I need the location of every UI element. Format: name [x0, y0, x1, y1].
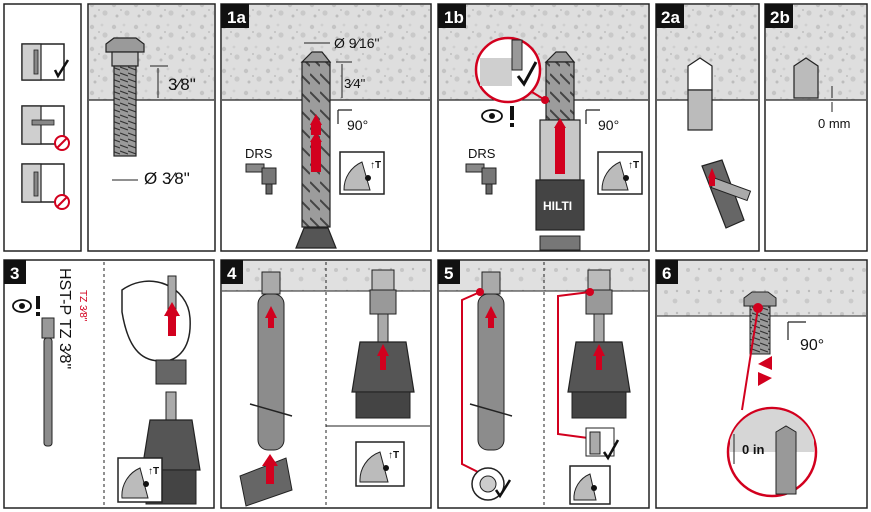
hammer-mode-icon: ↑T: [117, 457, 163, 503]
step-badge: 6: [662, 264, 671, 283]
svg-text:↑T: ↑T: [148, 466, 159, 477]
angle-label: 90°: [347, 117, 368, 133]
anchor-top: [793, 57, 819, 99]
callout-line: [557, 291, 591, 439]
angle-label: 90°: [800, 337, 824, 354]
panel-usage: [3, 3, 82, 252]
eye-warning-icon: [481, 106, 514, 127]
panel-3-setting-tool: 3 HST-P TZ 3⁄8" TZ 3⁄8": [3, 259, 215, 509]
hollow-drill-bit: [535, 51, 585, 251]
hilti-brand: HILTI: [543, 199, 572, 213]
panel-1b-drill-hole-hilti: 1b HILTI 90° DRS: [437, 3, 650, 252]
panel-6-installed-anchor: 6 90° 0 in: [655, 259, 868, 509]
svg-text:↑T: ↑T: [628, 160, 639, 171]
product-code: HST-P TZ 3⁄8": [56, 268, 73, 369]
hammer-mode-icon: ↑T: [339, 151, 385, 195]
hammer: [239, 454, 293, 507]
callout-line: [741, 307, 759, 411]
step-badge: 1a: [227, 8, 246, 27]
anchor-top: [687, 57, 713, 131]
hole-depth: 3⁄4": [344, 76, 366, 91]
drs-label: DRS: [245, 146, 273, 161]
angle-label: 90°: [598, 117, 619, 133]
step-badge: 3: [10, 264, 19, 283]
diameter-dimension: Ø 3⁄8": [144, 169, 190, 188]
flush-check-detail: [585, 427, 620, 461]
setting-tool-in-drill: [567, 269, 631, 419]
panel-5-verify-expansion: 5: [437, 259, 650, 509]
callout-line: [461, 291, 481, 473]
step-badge: 2b: [770, 8, 790, 27]
drill-bit: [295, 51, 337, 249]
setting-tool-manual: [469, 271, 513, 451]
depth-dimension: 3⁄8": [168, 75, 196, 94]
svg-text:↑T: ↑T: [388, 450, 399, 461]
panel-2b-flush-check: 2b 0 mm: [764, 3, 868, 252]
torque-arrows-icon: [758, 356, 772, 386]
magnifier-callout: 0 in: [726, 406, 818, 498]
setting-tool-manual: [249, 271, 293, 451]
hand-holding-tool: [121, 275, 191, 385]
step-badge: 4: [227, 264, 237, 283]
hammer-mode-icon: ↑T: [597, 151, 643, 195]
step-badge: 1b: [444, 8, 464, 27]
wrong-usage-icon: [21, 105, 70, 151]
svg-text:↑T: ↑T: [370, 160, 381, 171]
step-badge: 5: [444, 264, 453, 283]
wrong-usage-icon: [21, 163, 70, 210]
drs-label: DRS: [468, 146, 496, 161]
panel-2a-hammer-anchor: 2a: [655, 3, 760, 252]
correct-usage-icon: [21, 43, 70, 81]
magnifier-callout: [474, 36, 549, 104]
setting-tool-in-drill: [351, 269, 415, 419]
drs-dust-tool-icon: [465, 163, 497, 195]
panel-anchor-dimensions: 3⁄8" Ø 3⁄8": [87, 3, 216, 252]
panel-4-set-anchor: 4 ↑T: [220, 259, 432, 509]
setting-tool-vertical: [41, 317, 55, 447]
hammer-mode-icon: [569, 465, 611, 505]
clearance-label: 0 mm: [818, 116, 851, 131]
hammer: [701, 159, 752, 229]
bit-diameter: Ø 9⁄16": [334, 35, 379, 51]
hammer-mode-icon: ↑T: [355, 441, 405, 487]
magnifier-check: [471, 467, 512, 501]
drs-dust-tool-icon: [245, 163, 277, 195]
product-code-red: TZ 3⁄8": [77, 290, 88, 322]
clearance-label: 0 in: [742, 442, 764, 457]
step-badge: 2a: [661, 8, 680, 27]
anchor-bolt: [105, 37, 145, 157]
eye-warning-icon: [12, 296, 40, 316]
panel-1a-drill-hole: 1a Ø 9⁄16" 3⁄4" 90° DRS ↑T: [220, 3, 432, 252]
